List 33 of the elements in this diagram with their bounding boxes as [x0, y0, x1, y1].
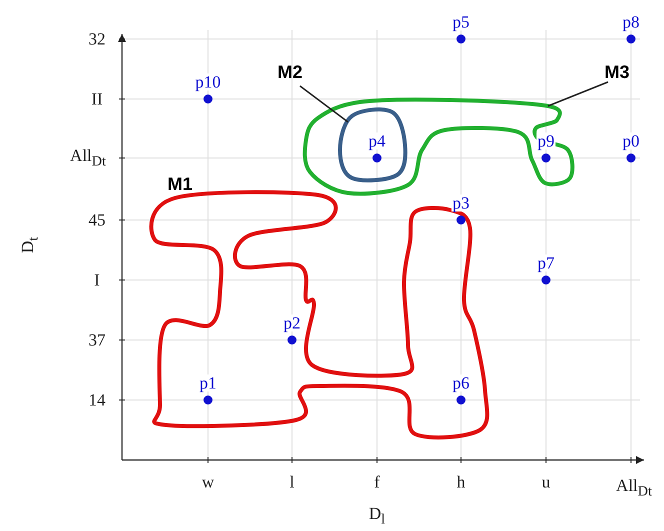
point-label: p5	[452, 14, 470, 30]
leader-line	[300, 85, 348, 123]
tick-label: 32	[88, 30, 106, 48]
tick-label: f	[374, 474, 380, 490]
region-label: M1	[168, 175, 192, 193]
tick-label: All$_{Dt}$	[616, 477, 652, 499]
point-label: p10	[194, 74, 222, 90]
point-label: p4	[368, 132, 386, 150]
tick-label: h	[456, 474, 466, 490]
point-label: p2	[282, 314, 302, 332]
tick-label: 45	[88, 212, 106, 228]
tick-label: l	[290, 474, 294, 490]
point-label: p9	[536, 132, 556, 150]
point-label: p7	[536, 254, 556, 272]
tick-label: 37	[88, 332, 106, 348]
region-label: M3	[604, 63, 630, 81]
tick-label: All$_{Dt}$	[70, 147, 106, 169]
tick-label: II	[91, 90, 103, 108]
axis-title: D$_{l}$	[368, 505, 386, 527]
region-outline	[149, 190, 490, 440]
region-outline	[302, 98, 574, 196]
region-outline	[338, 107, 408, 182]
point-label: p1	[198, 374, 218, 392]
tick-label: I	[94, 272, 100, 288]
point-label: p0	[622, 132, 640, 150]
tick-label: 14	[88, 392, 106, 408]
point-label: p3	[452, 194, 470, 212]
point-label: p6	[452, 374, 470, 392]
tick-label: w	[202, 474, 214, 490]
leader-line	[548, 81, 608, 107]
tick-label: u	[542, 474, 550, 490]
region-label: M2	[278, 63, 302, 81]
point-label: p8	[622, 14, 640, 30]
